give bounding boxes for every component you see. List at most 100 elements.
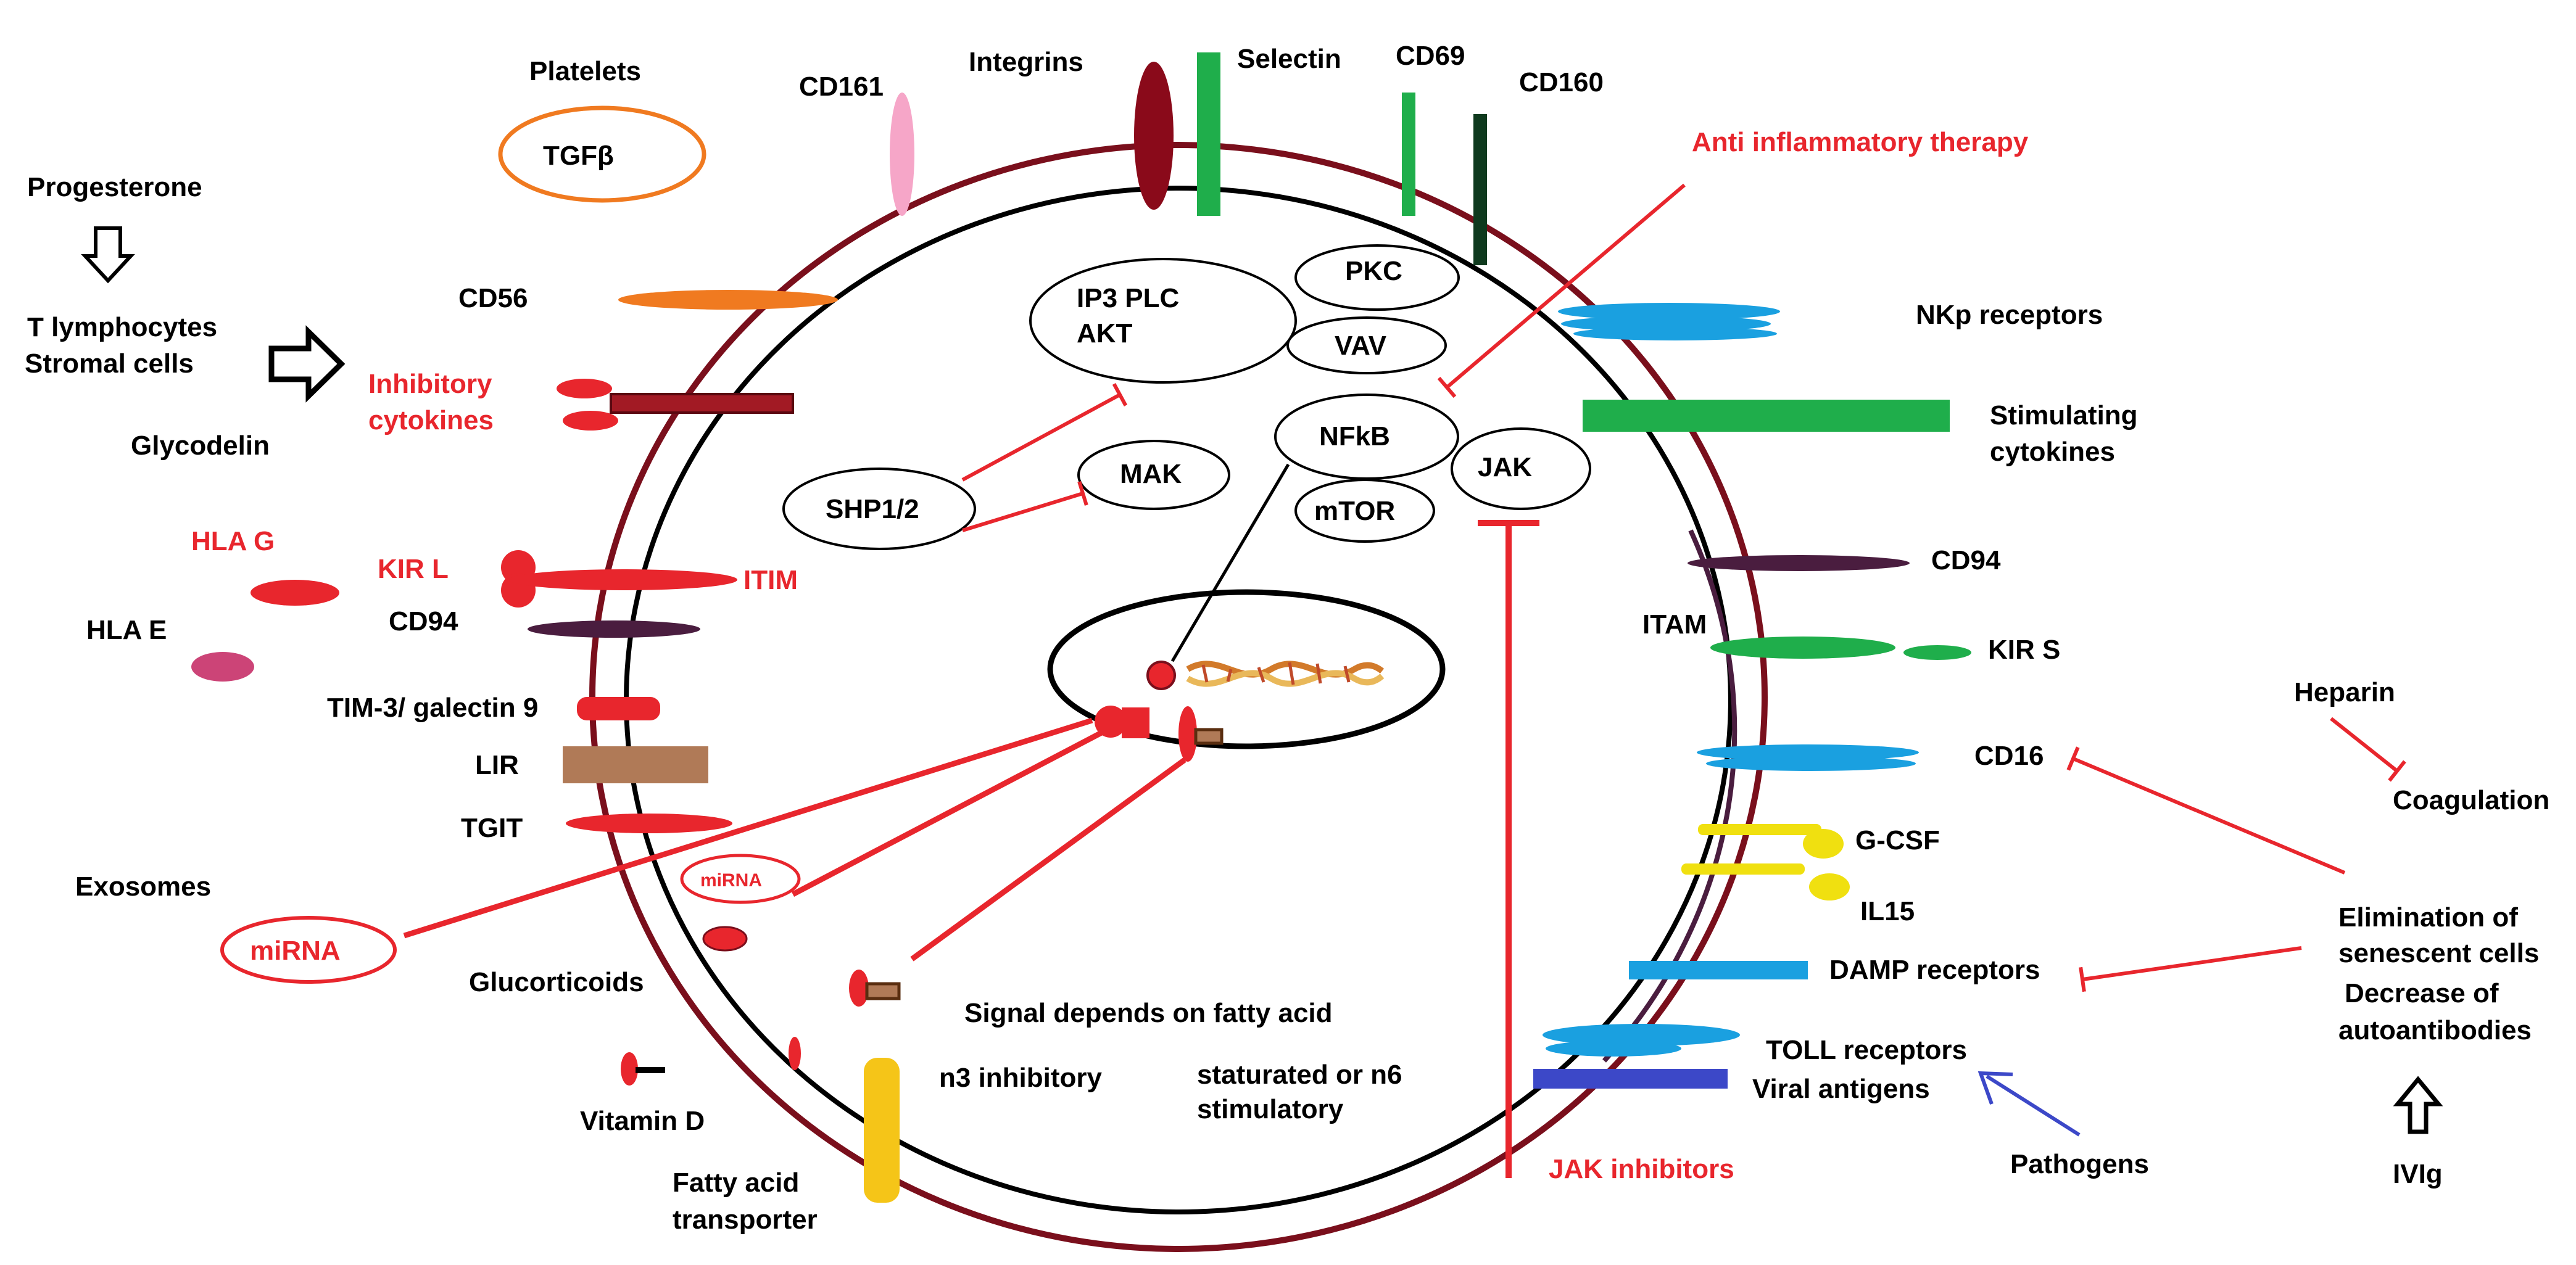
stimulating-cytokines-label-1: Stimulating (1990, 400, 2138, 431)
nuclear-receptor-fatty (1178, 706, 1197, 762)
il15-label: IL15 (1860, 896, 1915, 926)
fatty-acid-transporter (864, 1058, 900, 1203)
inhibitory-cytokines-label-2: cytokines (368, 405, 494, 435)
integrins-label: Integrins (969, 47, 1083, 77)
decrease-label-1: Decrease of (2345, 978, 2499, 1008)
tim3-label: TIM-3/ galectin 9 (327, 693, 538, 723)
selectin-label: Selectin (1237, 44, 1341, 74)
fatty-signal-label: Signal depends on fatty acid (964, 998, 1333, 1028)
shp-inhibits-mak (962, 481, 1088, 532)
glucocorticoid-to-nucleus-line (791, 722, 1119, 897)
vav-label: VAV (1335, 331, 1387, 361)
exosome-to-nucleus-line (403, 717, 1093, 939)
jak-inhibitors-label: JAK inhibitors (1549, 1154, 1734, 1184)
tgfb-label: TGFβ (543, 141, 614, 171)
vav-node (1286, 316, 1447, 374)
damp-receptor (1629, 961, 1808, 979)
glucocorticoids-label: Glucorticoids (469, 967, 644, 997)
pathogens-label: Pathogens (2010, 1149, 2149, 1179)
lir-label: LIR (475, 750, 519, 780)
shp-label: SHP1/2 (826, 494, 919, 524)
hla-g-label: HLA G (191, 526, 275, 556)
mak-label: MAK (1120, 459, 1182, 489)
integrins-receptor (1134, 62, 1174, 210)
stromal-cells-label: Stromal cells (25, 348, 194, 379)
decrease-label-2: autoantibodies (2338, 1015, 2532, 1045)
pathogens-arrow-head (1978, 1071, 2013, 1105)
jak-node (1451, 427, 1591, 510)
stimulating-cytokines-label-2: cytokines (1990, 437, 2115, 467)
nuclear-receptor-fatty-block (1194, 728, 1224, 745)
ivig-label: IVIg (2393, 1159, 2443, 1189)
cd56-receptor (618, 290, 838, 310)
fatty-to-nucleus-line (910, 757, 1187, 962)
fatty-transporter-label-2: transporter (673, 1205, 818, 1235)
exosomes-label: Exosomes (75, 871, 211, 902)
pkc-label: PKC (1345, 256, 1402, 286)
mtor-node (1294, 479, 1435, 543)
cd94-left-receptor (528, 620, 700, 638)
mirna-inner-ellipse (680, 854, 801, 904)
viral-antigen-receptor (1533, 1069, 1728, 1089)
nuclear-receptor-red-block (1122, 707, 1149, 738)
lir-receptor (563, 746, 708, 783)
cd69-receptor (1402, 93, 1415, 216)
hla-e-ligand (191, 652, 254, 682)
mtor-label: mTOR (1314, 496, 1395, 526)
gcsf-label: G-CSF (1855, 825, 1940, 855)
vitamin-d-tail (636, 1067, 665, 1073)
cd94-right-label: CD94 (1931, 545, 2001, 575)
viral-antigens-label: Viral antigens (1752, 1074, 1930, 1104)
inhibitory-cytokine-ligand-top (557, 379, 612, 398)
nkp-receptor (1558, 303, 1780, 340)
elimination-label-2: senescent cells (2338, 938, 2539, 968)
tgfb-ellipse (498, 105, 706, 203)
hla-g-ligand (251, 580, 339, 606)
glycodelin-label: Glycodelin (131, 431, 270, 461)
cd160-receptor (1473, 114, 1487, 265)
n3-label: n3 inhibitory (939, 1063, 1103, 1093)
down-arrow-icon (81, 226, 135, 284)
pathogens-arrow-line (1986, 1074, 2081, 1137)
inhibitory-cytokines-label-1: Inhibitory (368, 369, 492, 399)
coagulation-label: Coagulation (2393, 785, 2549, 815)
progesterone-label: Progesterone (27, 172, 202, 202)
jak-label: JAK (1478, 452, 1532, 482)
cd69-label: CD69 (1396, 41, 1465, 71)
mak-node (1077, 440, 1230, 510)
shp-inhibits-ip3 (961, 382, 1128, 482)
nfkb-node (1274, 394, 1459, 480)
akt-label: AKT (1077, 318, 1133, 348)
ip3-plc-label: IP3 PLC (1077, 283, 1179, 313)
cd160-label: CD160 (1519, 67, 1604, 97)
cd161-label: CD161 (799, 72, 884, 102)
tgit-receptor (566, 814, 732, 833)
nucleus (1047, 589, 1446, 749)
nuclear-receptor-red-circle (1095, 706, 1127, 738)
itam-label: ITAM (1642, 609, 1707, 640)
cd56-label: CD56 (458, 283, 528, 313)
right-arrow-icon (268, 325, 346, 403)
cd16-receptor (1697, 744, 1919, 771)
kir-s-receptor (1710, 637, 1971, 660)
glucocorticoid-particle (702, 926, 748, 952)
cd94-left-label: CD94 (389, 606, 458, 637)
dna-helix-icon (1186, 661, 1385, 687)
selectin-receptor (1197, 52, 1220, 216)
glucocorticoid-membrane-particle (789, 1037, 801, 1070)
shp-node (782, 468, 976, 550)
anti-inflammatory-inhibits-nfkb (1437, 183, 1686, 398)
fatty-transporter-label-1: Fatty acid (673, 1168, 799, 1198)
ip3-plc-akt-node (1029, 258, 1297, 384)
cd161-receptor (890, 93, 914, 216)
tim3-receptor (577, 697, 660, 720)
kir-l-receptor (509, 569, 737, 590)
tgit-label: TGIT (461, 813, 523, 843)
nkp-label: NKp receptors (1916, 300, 2103, 330)
cd94-right-receptor (1688, 555, 1910, 571)
up-arrow-icon (2393, 1076, 2443, 1134)
damp-label: DAMP receptors (1829, 955, 2040, 985)
gcsf-receptor (1698, 824, 1844, 859)
